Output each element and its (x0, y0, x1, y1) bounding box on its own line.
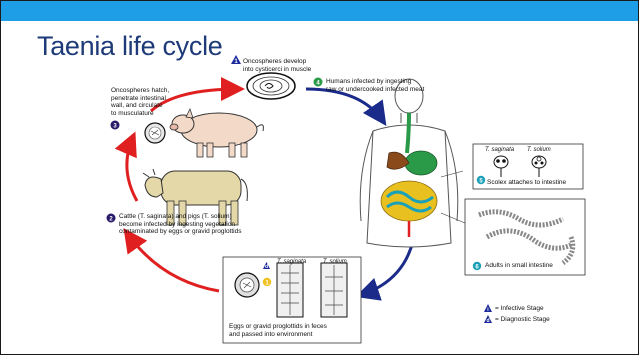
stage-2-marker: 2 (107, 214, 116, 223)
arrow-eggs-to-cattle (127, 233, 219, 291)
svg-text:d: d (265, 264, 268, 270)
eggs-saginata-label: T. saginata (277, 259, 307, 265)
human-illustration (360, 79, 458, 247)
stage-4-label: Humans infected by ingesting raw or unde… (326, 78, 424, 93)
stage-1-label: Oncospheres develop into cysticerci in m… (243, 58, 311, 73)
eggs-label: Eggs or gravid proglottids in feces and … (229, 323, 327, 338)
legend-diagnostic: = Diagnostic Stage (495, 316, 550, 323)
scolex-solium-label: T. solium (527, 147, 551, 153)
egg-image (235, 273, 259, 297)
legend-infective-marker: i (484, 304, 492, 313)
legend-infective: = Infective Stage (495, 305, 544, 312)
stage-3-marker: 3 (111, 121, 120, 130)
stage-6-label: Adults in small intestine (485, 262, 553, 270)
stage-4-marker: 4 (314, 78, 323, 87)
stage-3-label: Oncospheres hatch, penetrate intestinal … (111, 87, 169, 117)
cysticercus-image (247, 73, 295, 99)
arrow-cattle-to-oncospheres (127, 137, 137, 201)
proglottid-saginata-image (277, 263, 303, 317)
arrow-human-infection (306, 89, 383, 121)
oncosphere-image (145, 123, 165, 143)
svg-text:d: d (486, 318, 489, 324)
scolex-saginata-label: T. saginata (485, 147, 515, 153)
legend-diagnostic-marker: d (484, 315, 492, 324)
stage-5-label: Scolex attaches to intestine (487, 179, 566, 187)
stage-1-marker: 1 (231, 55, 241, 65)
pig-illustration (170, 109, 263, 157)
eggs-solium-label: T. solium (323, 259, 347, 265)
arrow-human-to-environment (361, 241, 413, 295)
stage-2-label: Cattle (T. saginata) and pigs (T. solium… (119, 213, 242, 236)
proglottid-solium-image (321, 263, 347, 317)
